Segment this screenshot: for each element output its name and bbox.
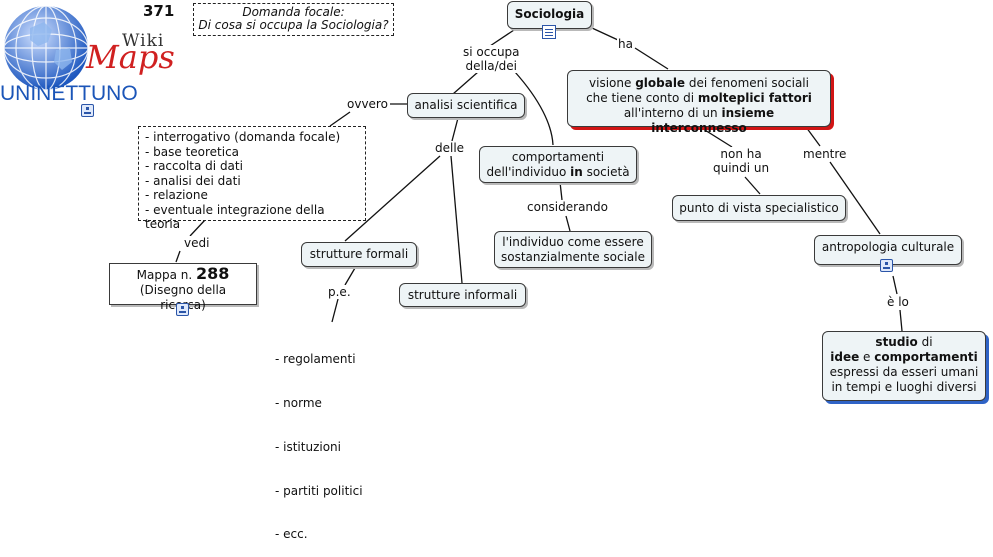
node-individuo-line2: sostanzialmente sociale	[501, 250, 646, 264]
metodo-list: - interrogativo (domanda focale) - base …	[138, 126, 366, 231]
link-delle: delle	[434, 141, 466, 155]
link-ovvero: ovvero	[346, 97, 389, 111]
focal-question-title: Domanda focale:	[242, 5, 345, 19]
link-mentre: mentre	[802, 147, 848, 161]
node-analisi-label: analisi scientifica	[414, 98, 518, 112]
metodo-item: - relazione	[145, 188, 208, 202]
node-studio[interactable]: studio di idee e comportamenti espressi …	[822, 331, 986, 401]
node-studio-line4: in tempi e luoghi diversi	[831, 380, 977, 394]
link-pe: p.e.	[327, 285, 352, 299]
focal-question-text: Di cosa si occupa la Sociologia?	[198, 18, 389, 32]
metodo-item: - raccolta di dati	[145, 159, 243, 173]
concept-map-icon[interactable]	[81, 104, 94, 117]
node-studio-line3: espressi da esseri umani	[829, 365, 979, 379]
line-mentre-antropologia	[829, 161, 881, 235]
line-metodo-vedi	[189, 219, 206, 237]
node-strutture-formali[interactable]: strutture formali	[301, 242, 417, 267]
link-lines	[175, 27, 903, 332]
node-sociologia[interactable]: Sociologia	[507, 1, 592, 29]
node-studio-line1: studio di	[875, 335, 933, 349]
node-visione-line3: all'interno di un insieme interconnesso	[623, 106, 775, 135]
line-comportamenti-considerando	[559, 181, 563, 201]
node-sociologia-label: Sociologia	[514, 7, 585, 21]
logo-maps-text: Maps	[86, 38, 175, 76]
node-visione-line1: visione globale dei fenomeni sociali	[589, 76, 809, 90]
logo-org-text: UNINETTUNO	[0, 82, 138, 105]
esempi-item: - istituzioni	[275, 439, 341, 454]
node-studio-line2: idee e comportamenti	[830, 350, 978, 364]
line-delle-formali	[344, 155, 441, 242]
node-comportamenti-line2: dell'individuo in società	[486, 165, 630, 179]
line-root-ha	[591, 27, 619, 41]
node-comportamenti[interactable]: comportamenti dell'individuo in società	[479, 146, 637, 183]
link-vedi: vedi	[183, 236, 211, 250]
concept-map-icon[interactable]	[880, 259, 893, 272]
node-punto-di-vista[interactable]: punto di vista specialistico	[672, 195, 846, 221]
metodo-item: - eventuale integrazione della teoria	[145, 202, 325, 232]
link-non-ha-l2: quindi un	[713, 161, 770, 175]
node-comportamenti-line1: comportamenti	[511, 150, 605, 164]
line-nonha-punto	[744, 176, 761, 195]
line-formali-pe	[344, 267, 356, 286]
node-punto-label: punto di vista specialistico	[679, 201, 839, 215]
concept-map-icon[interactable]	[176, 303, 189, 316]
line-analisi-delle	[451, 117, 459, 142]
node-antropologia-label: antropologia culturale	[821, 240, 955, 254]
node-individuo[interactable]: l'individuo come essere sostanzialmente …	[494, 231, 652, 268]
line-visione-mentre	[805, 126, 821, 147]
link-e-lo: è lo	[886, 295, 910, 309]
link-considerando: considerando	[526, 200, 609, 214]
node-mappa-288[interactable]: Mappa n. 288 (Disegno della ricerca)	[109, 263, 257, 312]
line-root-sioccupa	[489, 27, 518, 47]
line-vedi-mappa	[175, 250, 181, 263]
node-strutture-formali-label: strutture formali	[309, 247, 409, 261]
link-non-ha-l1: non ha	[720, 147, 762, 161]
node-mappa-line1: Mappa n. 288	[136, 264, 230, 283]
link-si-occupa-l2: della/dei	[465, 59, 517, 73]
link-si-occupa-l1: si occupa	[463, 45, 520, 59]
metodo-item: - base teoretica	[145, 144, 240, 159]
line-considerando-individuo	[565, 215, 571, 232]
esempi-list: - regolamenti - norme - istituzioni - pa…	[275, 323, 363, 557]
link-si-occupa: si occupa della/dei	[462, 45, 521, 73]
node-strutture-informali[interactable]: strutture informali	[399, 283, 526, 307]
esempi-item: - norme	[275, 395, 322, 410]
note-icon[interactable]	[542, 25, 556, 39]
line-ha-visione	[634, 47, 669, 70]
map-number: 371	[143, 2, 175, 20]
line-elo-studio	[899, 309, 903, 332]
line-ovvero-metodo	[329, 111, 351, 127]
esempi-item: - ecc.	[275, 527, 308, 542]
globe-logo-icon	[3, 5, 89, 91]
line-sioccupa-analisi	[452, 71, 479, 95]
line-visione-nonha	[699, 126, 733, 148]
line-pe-esempi	[331, 298, 339, 323]
esempi-item: - partiti politici	[275, 483, 363, 498]
logo-wiki-text: Wiki	[122, 31, 165, 51]
node-visione-globale[interactable]: visione globale dei fenomeni sociali che…	[567, 70, 831, 135]
metodo-item: - interrogativo (domanda focale)	[145, 130, 341, 144]
node-strutture-informali-label: strutture informali	[407, 288, 518, 302]
metodo-item: - analisi dei dati	[145, 173, 241, 188]
focal-question: Domanda focale: Di cosa si occupa la Soc…	[193, 3, 394, 36]
line-sioccupa-comportamenti	[514, 71, 554, 146]
node-analisi-scientifica[interactable]: analisi scientifica	[407, 93, 525, 118]
line-delle-informali	[450, 155, 463, 284]
node-individuo-line1: l'individuo come essere	[502, 235, 644, 249]
node-visione-line2: che tiene conto di molteplici fattori	[586, 91, 812, 105]
esempi-item: - regolamenti	[275, 352, 356, 367]
link-ha: ha	[617, 37, 634, 51]
line-antropologia-elo	[892, 275, 898, 295]
link-non-ha: non ha quindi un	[712, 147, 771, 175]
